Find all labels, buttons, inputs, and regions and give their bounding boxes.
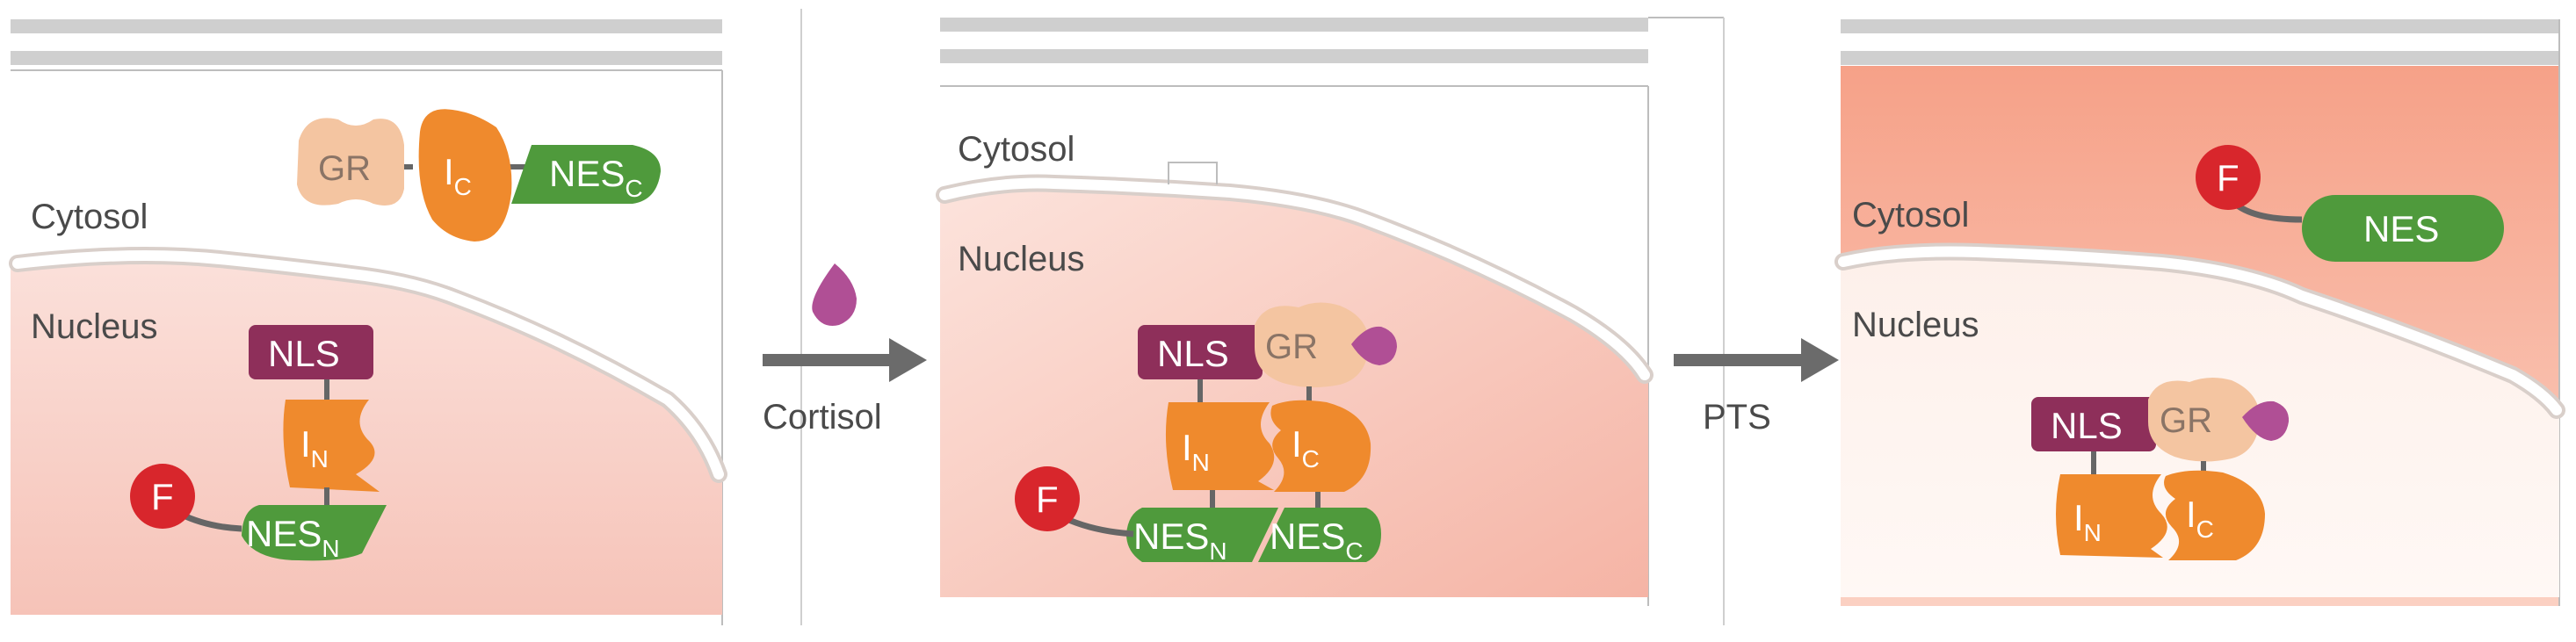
right-arrow-icon [889,338,927,382]
nls-label: NLS [268,333,340,374]
right-arrow-icon [1801,338,1839,382]
gr-domain [2148,377,2261,462]
fluorophore-label: F [1036,479,1059,520]
gr-label: GR [318,149,371,188]
intein-c-domain [2164,470,2265,560]
nes-c-domain [511,145,661,204]
cortisol-label: Cortisol [763,398,882,436]
cortisol-icon [2242,400,2290,441]
nls-tag [1138,325,1263,379]
panel-3-cytosol-label: Cytosol [1852,196,1969,234]
panel-1-cytosolic-construct: GR IC NESC [297,109,661,242]
gr-label: GR [2160,401,2212,440]
cortisol-icon [812,263,857,326]
intein-n-label: IN [300,423,329,472]
nes-label: NES [2363,208,2439,249]
nes-n-domain [242,505,387,561]
intein-c-domain [418,109,512,242]
panel-3-nucleus-label: Nucleus [1852,306,1979,344]
panel-2-nucleus-label: Nucleus [958,240,1085,278]
panel-1-nucleus-label: Nucleus [31,307,158,346]
panel-3-top-bar-1 [1841,19,2559,33]
nes-n-domain [1126,508,1278,562]
intein-n-domain [1165,402,1275,490]
panel-1-cytosol-label: Cytosol [31,198,148,236]
intein-n-label: IN [2073,497,2102,546]
panel-3-nuclear-complex: NLS GR IN IC [2031,377,2290,560]
panel-1-nuclear-construct: NLS IN NESN F [130,325,387,562]
intein-n-domain [283,400,380,492]
fluorophore-label: F [2217,157,2240,198]
panel-2-cytosol-label: Cytosol [958,130,1075,169]
intein-c-domain [1270,400,1371,492]
nuclear-pore [1168,162,1218,184]
nes-n-label: NESN [246,513,340,562]
fluorophore [130,464,195,529]
nes-c-label: NESC [549,153,643,202]
intein-c-label: IC [444,151,472,200]
cortisol-arrow: Cortisol [763,263,927,436]
gr-label: GR [1265,328,1318,366]
panel-2-top-bar-2 [940,49,1648,63]
nls-tag [2031,397,2156,451]
panel-2-top-bar-1 [940,18,1648,32]
gr-domain [297,118,404,206]
panel-1-top-bar-2 [11,51,722,65]
panel-3-after-splicing: Cytosol Nucleus F NES NLS GR IN IC [1834,0,2565,606]
nes-domain [2302,195,2504,262]
cortisol-icon [1351,326,1397,365]
fluorophore [2196,145,2261,210]
panel-2-nucleus [940,185,1648,597]
panel-2-spliced-complex: NLS GR IN IC NESN NESC F [1015,302,1397,565]
panel-1-top-bar-1 [11,19,722,33]
gr-domain [1255,302,1370,388]
panel-3-cytosolic-fluorescent-nes: F NES [2196,145,2504,262]
intein-c-label: IC [2186,494,2214,543]
panel-1-nucleus [11,260,722,615]
fluorophore [1015,466,1080,531]
pts-arrow: PTS [1674,338,1839,436]
pts-label: PTS [1703,398,1771,436]
nes-c-domain [1258,508,1381,562]
nes-c-label: NESC [1270,516,1364,565]
nls-label: NLS [2051,405,2123,446]
nls-tag [249,325,373,379]
panel-1-basal: Cytosol Nucleus GR IC NESC NLS IN NESN F [9,0,727,632]
intein-n-domain [2056,474,2167,558]
nls-label: NLS [1157,333,1229,374]
panel-3-top-bar-2 [1841,51,2559,65]
intein-c-label: IC [1292,423,1320,472]
panel-2-cortisol-bound: Cytosol Nucleus NLS GR IN IC NESN NESC F [936,0,1725,625]
intein-n-label: IN [1182,427,1210,476]
fluorophore-label: F [151,476,174,517]
nes-n-label: NESN [1133,516,1227,565]
